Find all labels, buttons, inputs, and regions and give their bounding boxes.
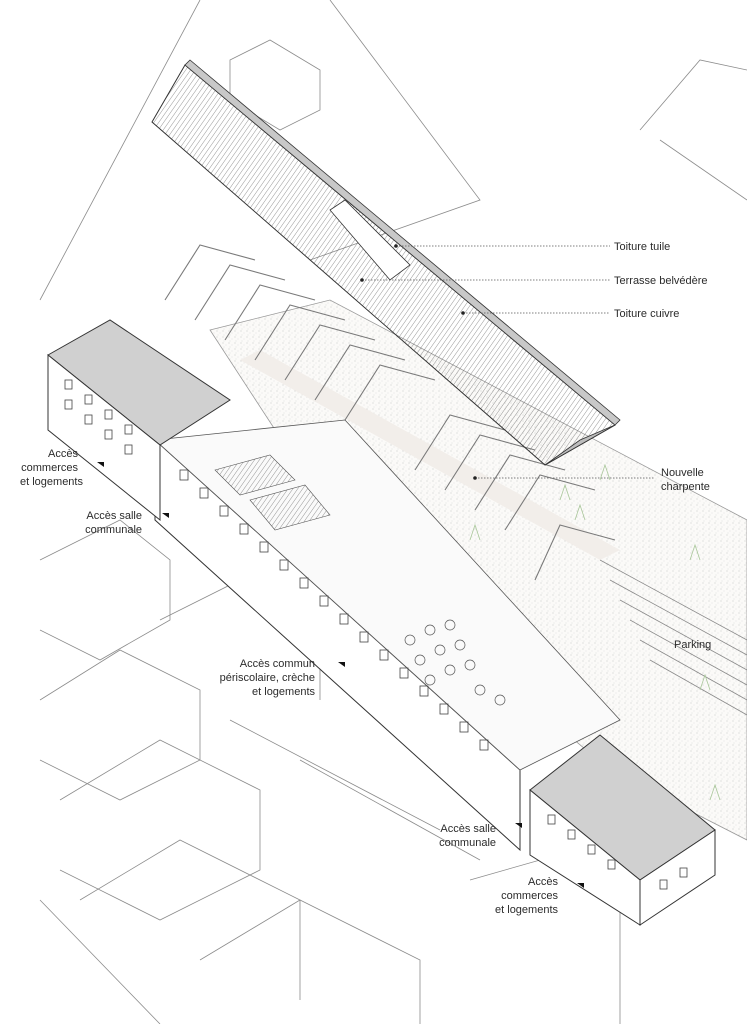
label-line: Accès <box>48 448 78 460</box>
label-line: commerces <box>501 890 558 902</box>
terrasse-belvedere-glazing <box>329 199 411 281</box>
label-line: et logements <box>20 476 83 488</box>
callout-toiture-tuile: Toiture tuile <box>614 241 671 253</box>
callout-line: charpente <box>661 481 710 493</box>
label-line: communale <box>439 837 496 849</box>
callout-nouvelle-charpente: Nouvelle charpente <box>661 466 710 494</box>
access-label-commerces-nw: Accès commerces et logements <box>20 447 83 489</box>
label-line: Accès commun <box>239 658 315 670</box>
callout-line: Nouvelle <box>661 467 704 479</box>
main-building <box>154 419 621 852</box>
label-line: communale <box>85 524 142 536</box>
corner-building-nw <box>47 319 231 522</box>
callout-parking: Parking <box>674 639 712 651</box>
parking-stalls <box>599 559 747 716</box>
vegetation <box>469 463 721 801</box>
label-line: et logements <box>252 686 315 698</box>
access-label-commun: Accès commun périscolaire, crèche et log… <box>200 657 315 699</box>
callout-toiture-cuivre: Toiture cuivre <box>614 308 680 320</box>
label-line: Accès <box>528 876 558 888</box>
access-label-commerces-se: Accès commerces et logements <box>480 875 558 917</box>
label-line: Accès salle <box>440 823 496 835</box>
corner-building-se <box>529 734 716 926</box>
exploded-roof <box>151 59 621 466</box>
label-line: périscolaire, crèche <box>219 672 315 684</box>
access-label-salle-nw: Accès salle communale <box>70 509 142 537</box>
leader-lines <box>362 245 655 479</box>
paving-band <box>240 350 620 560</box>
label-line: Accès salle <box>86 510 142 522</box>
new-timber-frame <box>164 244 616 581</box>
label-line: et logements <box>495 904 558 916</box>
entrance-markers <box>97 462 584 888</box>
access-label-salle-se: Accès salle communale <box>420 822 496 850</box>
callout-terrasse-belvedere: Terrasse belvédère <box>614 275 708 287</box>
label-line: commerces <box>21 462 78 474</box>
